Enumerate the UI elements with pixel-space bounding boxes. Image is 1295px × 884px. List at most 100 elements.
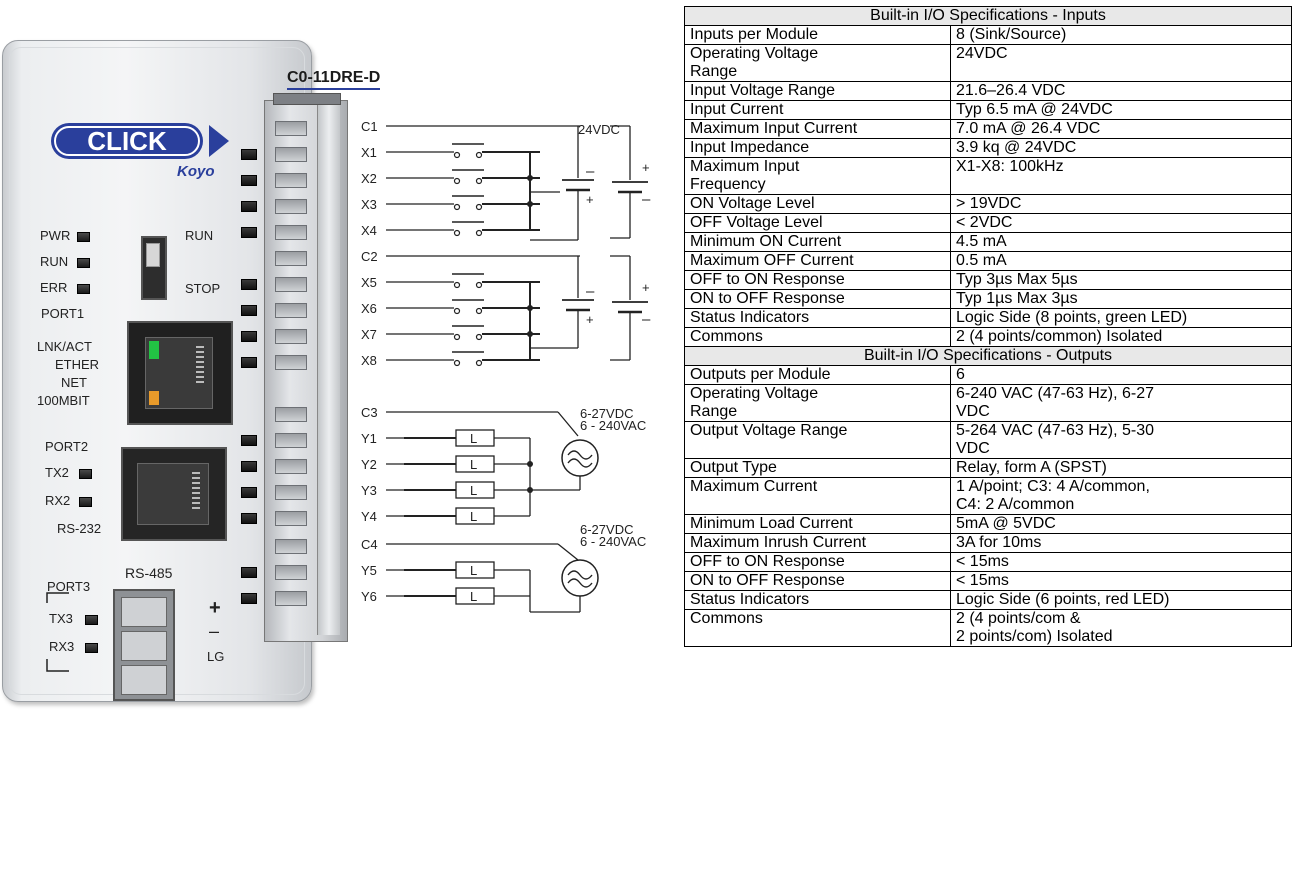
terminal-label: X5 bbox=[361, 275, 377, 290]
terminal-screw[interactable] bbox=[275, 251, 307, 266]
terminal-screw[interactable] bbox=[275, 459, 307, 474]
outputs-header-cell: Built-in I/O Specifications - Outputs bbox=[684, 346, 1292, 366]
spec-value-cell: Relay, form A (SPST) bbox=[950, 458, 1292, 478]
plus-sign: + bbox=[586, 192, 594, 207]
terminal-screw[interactable] bbox=[275, 147, 307, 162]
spec-value-cell: 24VDC bbox=[950, 44, 1292, 82]
rs485-label: RS-485 bbox=[125, 565, 173, 581]
junction-dot bbox=[527, 305, 533, 311]
terminal-screw[interactable] bbox=[275, 433, 307, 448]
spec-name-cell: Minimum Load Current bbox=[684, 514, 951, 534]
switch-knob bbox=[146, 243, 160, 267]
io-status-led bbox=[241, 149, 257, 160]
tx3-label: TX3 bbox=[49, 611, 73, 626]
output-supply-2-dc-label: 6-27VDC bbox=[580, 522, 633, 537]
terminal-screw[interactable] bbox=[275, 539, 307, 554]
terminal-screw[interactable] bbox=[275, 329, 307, 344]
spec-value-cell: 3.9 kq @ 24VDC bbox=[950, 138, 1292, 158]
terminal-screw[interactable] bbox=[275, 591, 307, 606]
terminal-screw[interactable] bbox=[275, 225, 307, 240]
spec-value-cell: 3A for 10ms bbox=[950, 533, 1292, 553]
rs485-terminal-plus[interactable] bbox=[121, 597, 167, 627]
load-label: L bbox=[470, 431, 477, 446]
rs485-terminal-minus[interactable] bbox=[121, 631, 167, 661]
switch-contact bbox=[475, 151, 483, 159]
spec-name-cell: Status Indicators bbox=[684, 308, 951, 328]
spec-value-cell: 0.5 mA bbox=[950, 251, 1292, 271]
terminal-block-ridge bbox=[317, 105, 340, 635]
terminal-screw[interactable] bbox=[275, 565, 307, 580]
table-row: OFF Voltage Level< 2VDC bbox=[684, 213, 1292, 233]
terminal-screw[interactable] bbox=[275, 303, 307, 318]
junction-dot bbox=[527, 487, 533, 493]
spec-value-cell: Logic Side (8 points, green LED) bbox=[950, 308, 1292, 328]
terminal-label: X7 bbox=[361, 327, 377, 342]
load-box bbox=[455, 587, 495, 605]
spec-name-cell: Maximum Current bbox=[684, 477, 951, 515]
terminal-screw[interactable] bbox=[275, 485, 307, 500]
spec-value-cell: < 15ms bbox=[950, 552, 1292, 572]
rs232-port[interactable] bbox=[121, 447, 227, 541]
rs485-terminal-lg[interactable] bbox=[121, 665, 167, 695]
terminal-screw[interactable] bbox=[275, 277, 307, 292]
switch-contact bbox=[453, 359, 461, 367]
terminal-label: C4 bbox=[361, 537, 378, 552]
rx3-label: RX3 bbox=[49, 639, 75, 654]
terminal-screw[interactable] bbox=[275, 121, 307, 136]
terminal-label: Y1 bbox=[361, 431, 377, 446]
load-label: L bbox=[470, 509, 477, 524]
spec-name-cell: Input Impedance bbox=[684, 138, 951, 158]
plc-module: C0-11DRE-D CLICK Koyo PWR RUN ERR RUN ST… bbox=[2, 40, 381, 702]
ethernet-port[interactable] bbox=[127, 321, 233, 425]
rs232-pins bbox=[192, 472, 200, 512]
rs232-label: RS-232 bbox=[57, 521, 102, 536]
err-label: ERR bbox=[40, 280, 68, 295]
io-status-led bbox=[241, 461, 257, 472]
load-label: L bbox=[470, 457, 477, 472]
minus-sign: – bbox=[642, 191, 651, 208]
spec-name-cell: OFF to ON Response bbox=[684, 270, 951, 290]
run-led-label: RUN bbox=[40, 254, 69, 269]
terminal-screw[interactable] bbox=[275, 511, 307, 526]
spec-name-cell: Commons bbox=[684, 609, 951, 647]
terminal-screw[interactable] bbox=[275, 355, 307, 370]
terminal-label: Y2 bbox=[361, 457, 377, 472]
terminal-label: Y4 bbox=[361, 509, 377, 524]
terminal-screw[interactable] bbox=[275, 199, 307, 214]
load-box bbox=[455, 561, 495, 579]
switch-contact bbox=[475, 307, 483, 315]
terminal-screw[interactable] bbox=[275, 173, 307, 188]
tx2-label: TX2 bbox=[45, 465, 69, 480]
switch-contact bbox=[453, 203, 461, 211]
spec-value-cell: 7.0 mA @ 26.4 VDC bbox=[950, 119, 1292, 139]
switch-contact bbox=[475, 333, 483, 341]
spec-name-cell: Input Current bbox=[684, 100, 951, 120]
ac-source-symbol bbox=[561, 559, 599, 597]
rs485-connector[interactable] bbox=[113, 589, 175, 701]
rs485-lg-label: LG bbox=[207, 649, 225, 664]
run-led bbox=[77, 258, 90, 268]
run-stop-switch[interactable] bbox=[141, 236, 167, 300]
io-status-led bbox=[241, 567, 257, 578]
terminal-screw[interactable] bbox=[275, 407, 307, 422]
terminal-label: C2 bbox=[361, 249, 378, 264]
common-wire bbox=[557, 411, 579, 437]
ac-wave bbox=[567, 570, 593, 588]
click-logo-text: CLICK bbox=[87, 126, 167, 156]
terminal-label: X8 bbox=[361, 353, 377, 368]
rs485-plus-label: + bbox=[209, 597, 221, 619]
spec-name-cell: OFF to ON Response bbox=[684, 552, 951, 572]
ethernet-pins bbox=[196, 346, 204, 386]
io-status-led bbox=[241, 593, 257, 604]
minus-sign: – bbox=[586, 163, 595, 180]
